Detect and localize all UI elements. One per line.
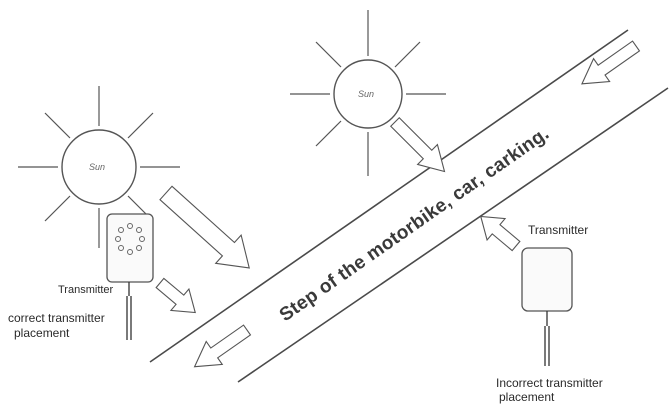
- transmitter-incorrect-body: [521, 247, 573, 312]
- road-upper-edge: [149, 29, 629, 363]
- road-lower-edge: [237, 87, 669, 383]
- signal-arrow-correct: [155, 277, 196, 314]
- road-label: Step of the motorbike, car, carking.: [276, 123, 553, 326]
- sun-right-label: Sun: [358, 89, 374, 99]
- signal-arrow-incorrect: [480, 215, 521, 252]
- transmitter-correct-sensor: [115, 223, 145, 255]
- road: [149, 29, 669, 383]
- transmitter-correct-body: [106, 213, 154, 283]
- sun-left-disc: [61, 129, 137, 205]
- transmitter-incorrect-label: Transmitter: [528, 223, 588, 237]
- transmitter-correct-cable: [126, 282, 132, 340]
- traffic-arrow-top: [581, 40, 641, 85]
- correct-placement-caption-line2: placement: [14, 326, 70, 340]
- sun-left-label: Sun: [89, 162, 105, 172]
- sun-right: [290, 10, 446, 176]
- transmitter-correct-label: Transmitter: [58, 284, 114, 296]
- incorrect-placement-caption-line1: Incorrect transmitter: [496, 376, 603, 390]
- transmitter-correct: [106, 213, 154, 340]
- sunlight-arrow-right: [389, 116, 446, 173]
- transmitter-incorrect-cable: [544, 311, 550, 366]
- transmitter-incorrect: [521, 247, 573, 366]
- correct-placement-caption-line1: correct transmitter: [8, 311, 105, 325]
- incorrect-placement-caption-line2: placement: [499, 390, 555, 404]
- sunlight-arrow-left: [159, 185, 250, 269]
- sun-right-disc: [333, 59, 403, 129]
- direction-arrows: [155, 40, 641, 368]
- traffic-arrow-bottom: [193, 324, 252, 368]
